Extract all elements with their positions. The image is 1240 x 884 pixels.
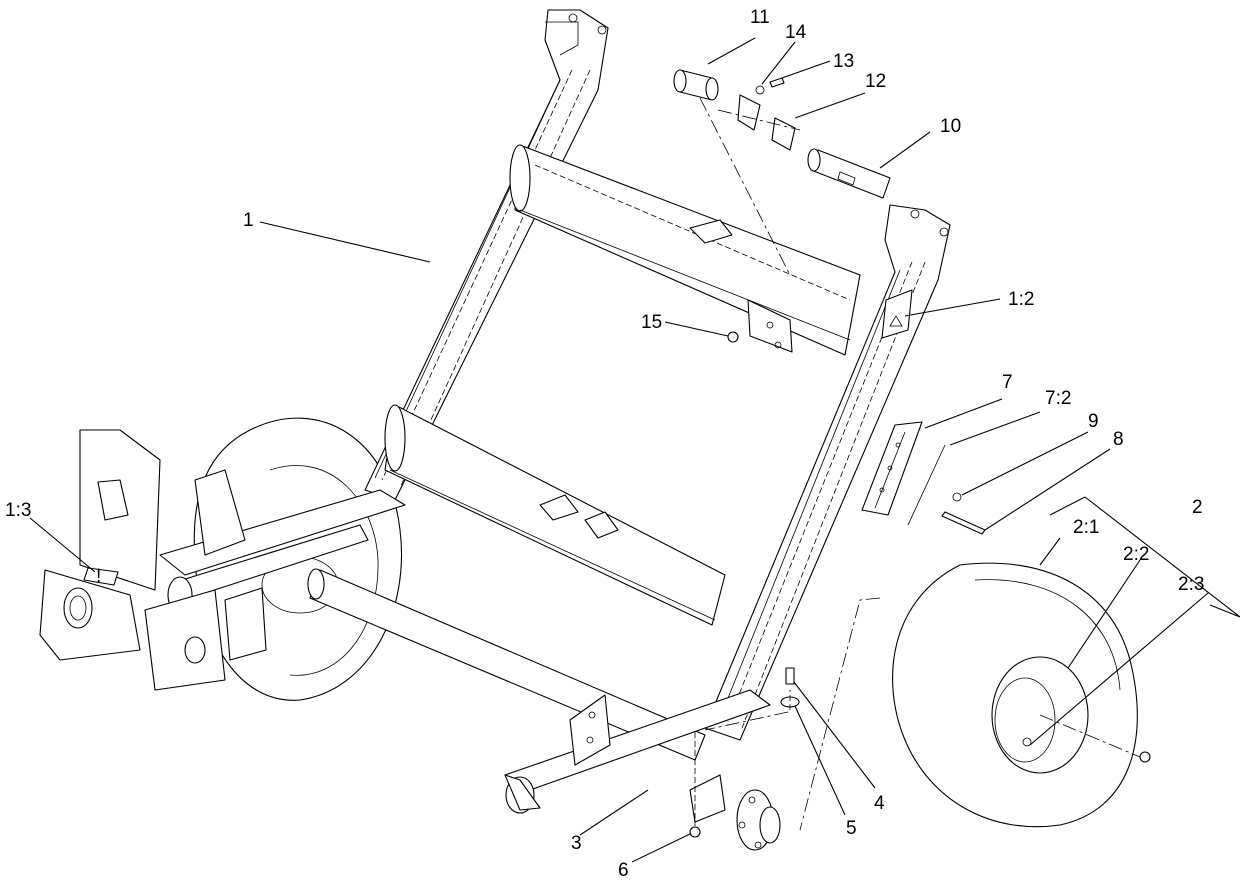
callout-13: 13 xyxy=(833,51,854,72)
callout-3: 3 xyxy=(571,833,582,854)
hub-assembly xyxy=(689,331,1151,851)
clip-9 xyxy=(952,492,962,502)
callout-7: 7 xyxy=(1002,372,1013,393)
pin-8 xyxy=(941,511,986,535)
callout-2-2: 2:2 xyxy=(1123,544,1149,565)
callout-2-1: 2:1 xyxy=(1073,517,1099,538)
bolt-4 xyxy=(785,667,795,685)
callout-1: 1 xyxy=(243,210,254,231)
leader-lines xyxy=(29,37,1240,863)
callout-5: 5 xyxy=(846,818,857,839)
right-wheel xyxy=(892,562,1138,828)
callout-2-3: 2:3 xyxy=(1178,574,1204,595)
pin-parts xyxy=(673,69,891,199)
screw-13 xyxy=(769,77,785,88)
callout-12: 12 xyxy=(865,71,886,92)
callout-4: 4 xyxy=(874,793,885,814)
callout-11: 11 xyxy=(750,7,770,28)
callout-6: 6 xyxy=(618,860,629,881)
callout-15: 15 xyxy=(641,312,662,333)
callout-8: 8 xyxy=(1113,429,1124,450)
retainer-parts xyxy=(861,421,986,535)
callout-10: 10 xyxy=(940,116,961,137)
decal-1-3 xyxy=(83,567,119,586)
lug-nut xyxy=(1139,751,1151,763)
washer-14 xyxy=(755,85,765,95)
callout-7-2: 7:2 xyxy=(1045,388,1071,409)
callout-9: 9 xyxy=(1088,411,1099,432)
nut-15 xyxy=(727,331,739,343)
decal-7-2 xyxy=(907,444,946,526)
callout-labels: 1 1:2 1:3 2 2:1 2:2 2:3 3 4 5 6 7 7:2 8 … xyxy=(5,7,1204,881)
callout-2: 2 xyxy=(1192,497,1203,518)
callout-14: 14 xyxy=(785,22,807,43)
callout-1-3: 1:3 xyxy=(5,500,31,521)
warning-symbol: ! xyxy=(96,566,101,587)
hitch-assembly: ! xyxy=(39,429,267,691)
decal-1-2 xyxy=(881,289,913,339)
clamp-left xyxy=(737,94,761,131)
nut-6 xyxy=(689,826,701,838)
clamp-12 xyxy=(771,117,796,151)
callout-1-2: 1:2 xyxy=(1008,289,1034,310)
pin-10 xyxy=(810,149,891,199)
main-frame xyxy=(159,9,951,814)
